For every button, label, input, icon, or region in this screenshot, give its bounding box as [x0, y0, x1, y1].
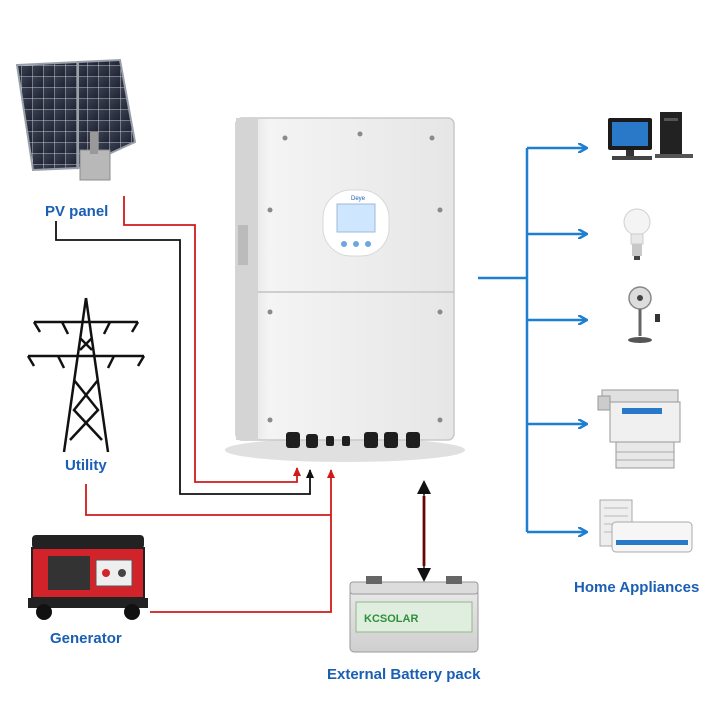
battery-brand-logo: KCSOLAR: [364, 613, 418, 625]
pv-positive-wire: [123, 196, 301, 483]
hybrid-inverter: Deye: [225, 117, 465, 462]
home-appliances-label: Home Appliances: [574, 579, 699, 596]
copier-icon: [597, 389, 681, 469]
utility-wire: [85, 484, 331, 516]
utility-tower-icon: [26, 297, 146, 453]
pv-negative-wire: [55, 221, 314, 495]
pv-panel-label: PV panel: [45, 203, 108, 220]
air-conditioner-icon: [599, 499, 693, 553]
solar-panel-icon: [15, 58, 137, 181]
inverter-lcd-screen: [336, 203, 376, 233]
computer-icon: [608, 112, 693, 160]
inverter-screws: [267, 131, 443, 423]
light-bulb-icon: [623, 208, 651, 260]
output-distribution-arrows: [478, 148, 586, 532]
generator-icon: [28, 535, 148, 620]
inverter-buttons: [341, 241, 371, 247]
battery-label: External Battery pack: [327, 666, 481, 683]
utility-label: Utility: [65, 457, 107, 474]
external-battery-icon: KCSOLAR: [349, 576, 479, 653]
inverter-brand-logo: Deye: [351, 196, 366, 202]
generator-label: Generator: [50, 630, 122, 647]
inverter-ports: [286, 432, 420, 448]
battery-link-arrow: [417, 480, 431, 582]
input-wiring: [55, 196, 335, 613]
fan-icon: [628, 286, 660, 343]
generator-wire: [150, 469, 335, 613]
